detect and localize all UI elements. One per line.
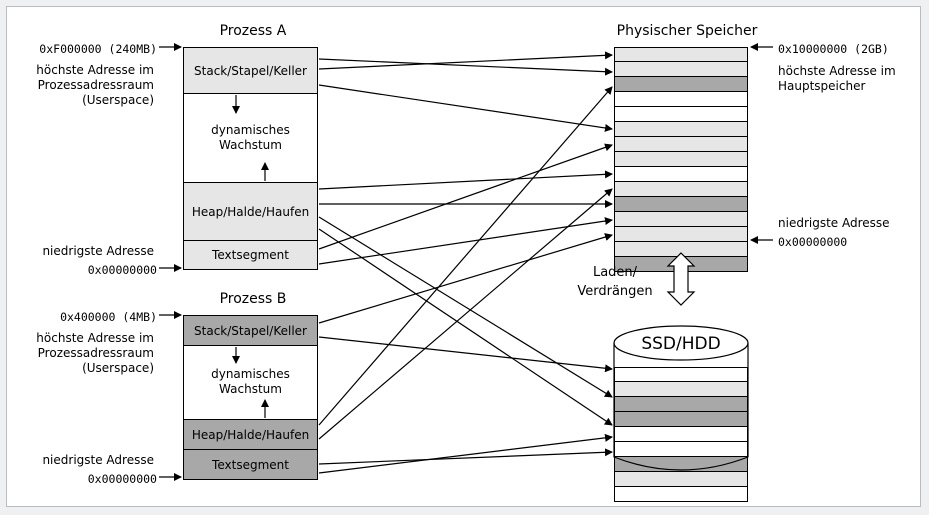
process-b-bottom-address: 0x00000000 <box>87 472 157 486</box>
disk-cylinder <box>613 325 749 471</box>
memory-row-1 <box>614 47 748 62</box>
process-b-text: Textsegment <box>183 449 318 480</box>
disk-row-8 <box>614 472 748 487</box>
process-a-bottom-desc: niedrigste Adresse <box>42 244 154 258</box>
process-a-stack-label: Stack/Stapel/Keller <box>194 63 307 78</box>
diagram-lines <box>159 43 773 481</box>
process-b-heap-label: Heap/Halde/Haufen <box>191 427 310 442</box>
memory-bottom-desc: niedrigste Adresse <box>778 216 890 230</box>
memory-row-6 <box>614 122 748 137</box>
process-b-growth-1: dynamisches <box>211 367 290 381</box>
swap-label-2: Verdrängen <box>577 284 653 299</box>
process-a-text-label: Textsegment <box>212 248 289 262</box>
process-b-top-desc-2: Prozessadressraum <box>37 346 154 360</box>
memory-title: Physischer Speicher <box>616 23 758 39</box>
process-b-bottom-desc: niedrigste Adresse <box>42 453 154 467</box>
memory-row-12 <box>614 212 748 227</box>
swap-label-1: Laden/ <box>592 265 638 280</box>
disk-title: SSD/HDD <box>641 334 721 354</box>
process-a-text: Textsegment <box>183 240 318 270</box>
diagram-frame: Prozess A 0xF000000 (240MB) höchste Adre… <box>6 6 921 507</box>
growth-arrows <box>232 95 269 418</box>
memory-top-desc-1: höchste Adresse im <box>778 64 896 78</box>
process-b-stack-label: Stack/Stapel/Keller <box>194 323 307 338</box>
process-b-growth-2: Wachstum <box>219 382 282 396</box>
memory-row-10 <box>614 182 748 197</box>
process-a-top-desc-3: (Userspace) <box>82 93 154 107</box>
memory-row-11 <box>614 197 748 212</box>
process-a-heap-label: Heap/Halde/Haufen <box>191 204 310 219</box>
memory-row-13 <box>614 227 748 242</box>
memory-row-5 <box>614 107 748 122</box>
process-b-top-desc-3: (Userspace) <box>82 361 154 375</box>
memory-row-3 <box>614 77 748 92</box>
memory-row-8 <box>614 152 748 167</box>
memory-top-desc-2: Hauptspeicher <box>778 79 866 93</box>
process-a-growth-2: Wachstum <box>219 138 282 152</box>
memory-row-7 <box>614 137 748 152</box>
swap-arrow-icon <box>666 252 696 306</box>
process-b-growth-area <box>183 345 318 420</box>
process-a-top-desc-2: Prozessadressraum <box>37 78 154 92</box>
disk-row-7 <box>614 457 748 472</box>
process-a-top-desc-1: höchste Adresse im <box>36 63 154 77</box>
process-a-growth-1: dynamisches <box>211 123 290 137</box>
process-b-text-label: Textsegment <box>212 457 289 472</box>
memory-row-2 <box>614 62 748 77</box>
process-a-heap: Heap/Halde/Haufen <box>183 182 318 241</box>
process-b-top-desc-1: höchste Adresse im <box>36 331 154 345</box>
memory-row-4 <box>614 92 748 107</box>
process-b-heap: Heap/Halde/Haufen <box>183 419 318 450</box>
process-a-bottom-address: 0x00000000 <box>87 263 157 277</box>
process-a-top-address: 0xF000000 (240MB) <box>39 42 157 56</box>
memory-row-9 <box>614 167 748 182</box>
memory-column <box>614 47 748 272</box>
process-b-title: Prozess B <box>219 291 287 307</box>
process-a-title: Prozess A <box>219 23 287 39</box>
memory-top-address: 0x10000000 (2GB) <box>778 42 889 56</box>
disk-column <box>614 367 748 502</box>
process-a-stack: Stack/Stapel/Keller <box>183 47 318 94</box>
mapping-arrows <box>318 51 613 474</box>
memory-bottom-address: 0x00000000 <box>778 235 848 249</box>
address-arrows <box>159 43 773 481</box>
process-b-stack: Stack/Stapel/Keller <box>183 315 318 346</box>
disk-row-9 <box>614 487 748 502</box>
process-b-top-address: 0x400000 (4MB) <box>60 310 157 324</box>
